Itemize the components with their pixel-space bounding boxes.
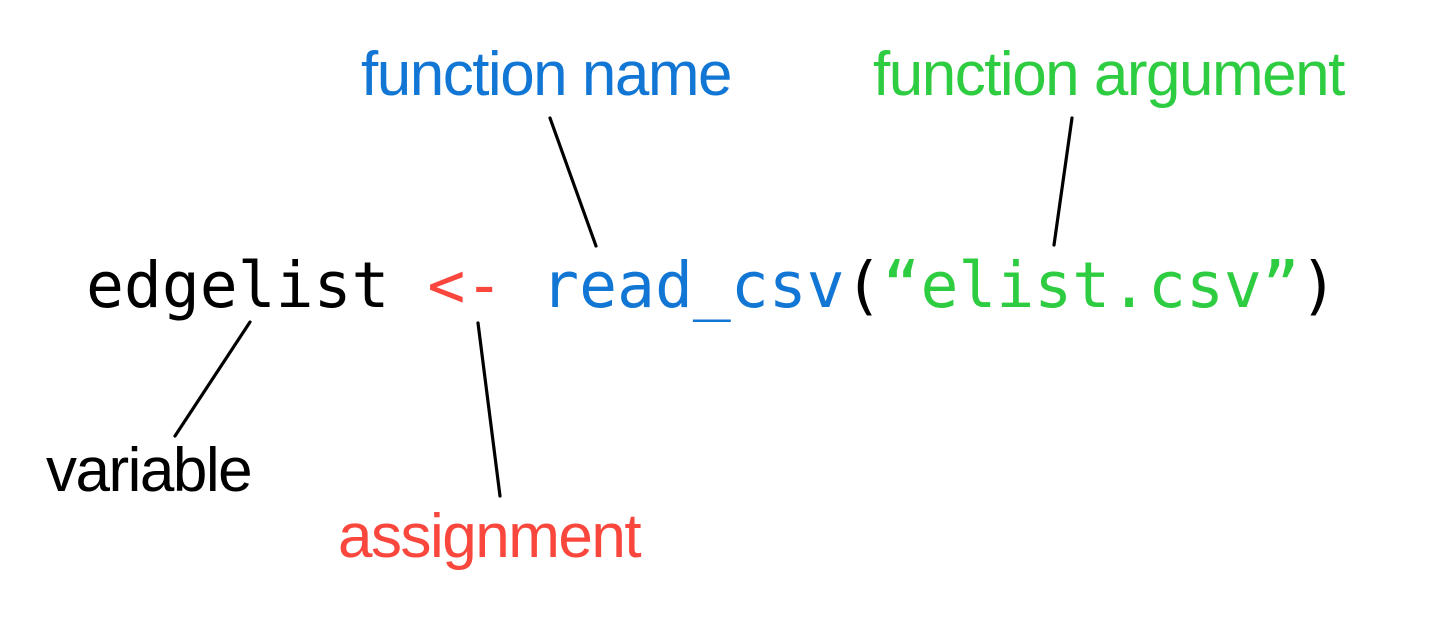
function-name-label: function name — [361, 40, 732, 109]
code-token-space — [389, 249, 427, 322]
code-token-variable: edgelist — [86, 249, 390, 322]
variable-label: variable — [46, 436, 253, 505]
code-line: edgelist <- read_csv(“elist.csv”) — [86, 254, 1338, 317]
connector-variable-line — [173, 320, 252, 438]
code-token-function-name: read_csv — [541, 249, 845, 322]
connector-function-name-line — [548, 116, 598, 248]
code-token-close-paren: ) — [1299, 249, 1338, 322]
connector-function-argument-line — [1052, 116, 1074, 247]
code-token-assignment-operator: <- — [427, 249, 504, 322]
assignment-label: assignment — [338, 502, 642, 571]
code-token-open-paren: ( — [844, 249, 883, 322]
code-token-space — [503, 249, 541, 322]
code-token-function-argument: “elist.csv” — [882, 249, 1300, 322]
function-argument-label: function argument — [873, 40, 1345, 109]
connector-assignment-line — [476, 321, 502, 498]
